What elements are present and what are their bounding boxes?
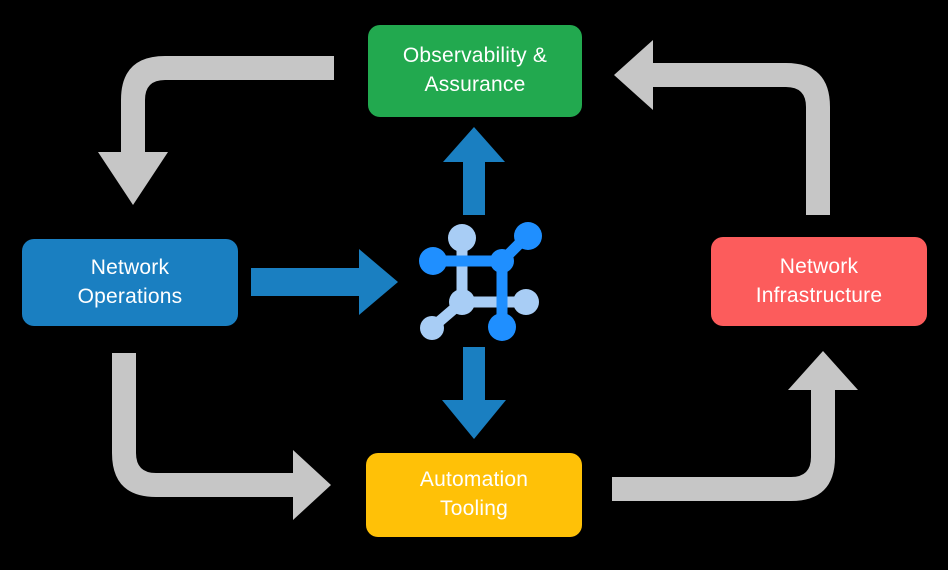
arrow-hub-to-observability <box>443 127 505 215</box>
arrow-network-operations-to-automation-tooling <box>112 353 331 520</box>
arrow-observability-to-network-operations <box>98 56 334 205</box>
hub-node-bottom-left <box>420 316 444 340</box>
hub-node-top <box>448 224 476 252</box>
hub-node-mid-right <box>513 289 539 315</box>
hub-node-bottom-right <box>488 313 516 341</box>
node-automation-tooling[interactable]: Automation Tooling <box>366 453 582 537</box>
node-observability-assurance[interactable]: Observability & Assurance <box>368 25 582 117</box>
node-network-infrastructure[interactable]: Network Infrastructure <box>711 237 927 326</box>
arrow-network-infrastructure-to-observability <box>614 40 830 215</box>
arrow-hub-to-automation-tooling <box>442 347 506 439</box>
hub-node-mid-left <box>449 289 475 315</box>
arrow-network-operations-to-hub <box>251 249 398 315</box>
network-topology-icon <box>419 222 542 341</box>
hub-node-left <box>419 247 447 275</box>
arrow-automation-tooling-to-network-infrastructure <box>612 351 858 501</box>
hub-node-center-right <box>490 249 514 273</box>
node-network-operations[interactable]: Network Operations <box>22 239 238 326</box>
hub-node-top-right <box>514 222 542 250</box>
